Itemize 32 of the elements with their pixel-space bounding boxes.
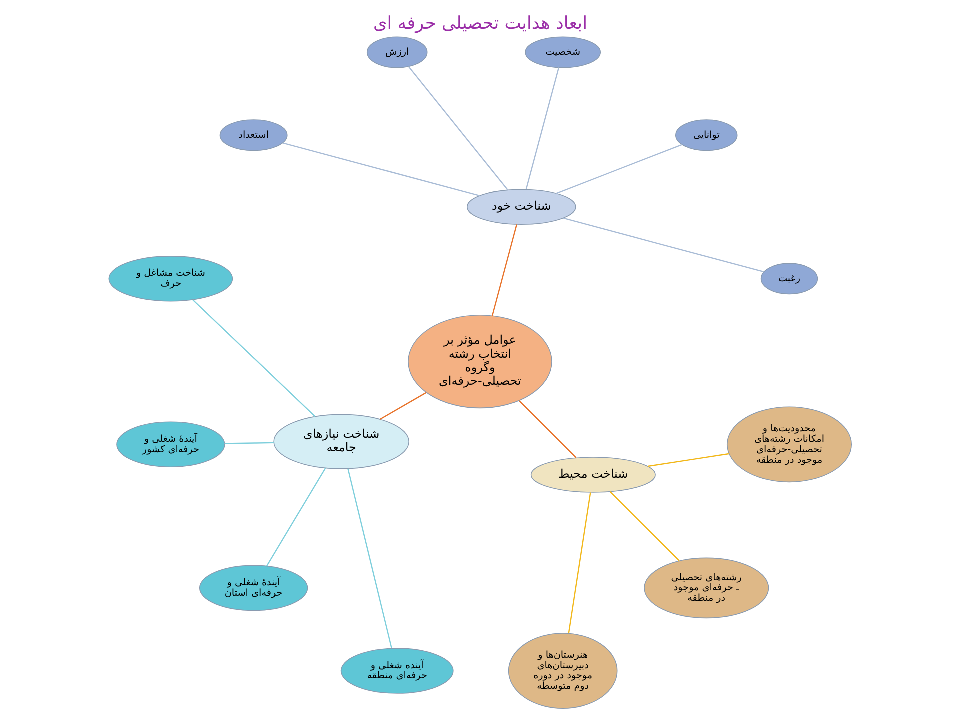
connector: [556, 144, 682, 194]
connector: [224, 442, 274, 444]
node-ellipse: رشته‌های تحصیلی ـ حرفه‌ای موجود در منطقه: [644, 558, 769, 619]
connector: [562, 218, 764, 273]
node-ellipse: رغبت: [760, 263, 818, 295]
node-ellipse: شخصیت: [524, 36, 600, 68]
connector: [525, 68, 560, 190]
node-ellipse: توانایی: [675, 120, 738, 152]
connector: [379, 392, 426, 420]
connector: [408, 66, 508, 190]
node-ellipse: شناخت خود: [466, 189, 576, 226]
node-ellipse: آیندهٔ شغلی و حرفه‌ای کشور: [116, 422, 225, 468]
connector: [609, 492, 680, 562]
connector: [282, 142, 480, 196]
connector: [192, 300, 316, 418]
node-ellipse: ارزش: [366, 36, 428, 68]
node-ellipse: شناخت مشاغل و حرف: [108, 256, 233, 302]
connector: [568, 492, 591, 634]
node-ellipse: هنرستان‌ها و دبیرستان‌های موجود در دوره دوم متوسطه: [508, 633, 618, 709]
connector: [266, 468, 326, 566]
node-ellipse: شناخت نیازهای جامعه: [273, 414, 409, 470]
node-ellipse: استعداد: [219, 120, 288, 152]
node-ellipse: آیندهٔ شغلی و حرفه‌ای استان: [198, 565, 308, 612]
node-ellipse: عوامل مؤثر بر انتخاب رشته وگروه تحصیلی-حرفه‌ای: [408, 314, 552, 409]
connector: [518, 400, 576, 458]
connector: [647, 453, 729, 468]
diagram-title: ابعاد هدایت تحصیلی حرفه ای: [372, 14, 587, 34]
node-ellipse: محدودیت‌ها و امکانات رشته‌های تحصیلی-حرفه‌ای موجود در منطقه: [726, 406, 852, 483]
node-ellipse: آینده شغلی و حرفه‌ای منطقه: [340, 648, 454, 694]
connector: [491, 224, 518, 316]
connector: [347, 468, 392, 648]
node-ellipse: شناخت محیط: [530, 457, 656, 493]
